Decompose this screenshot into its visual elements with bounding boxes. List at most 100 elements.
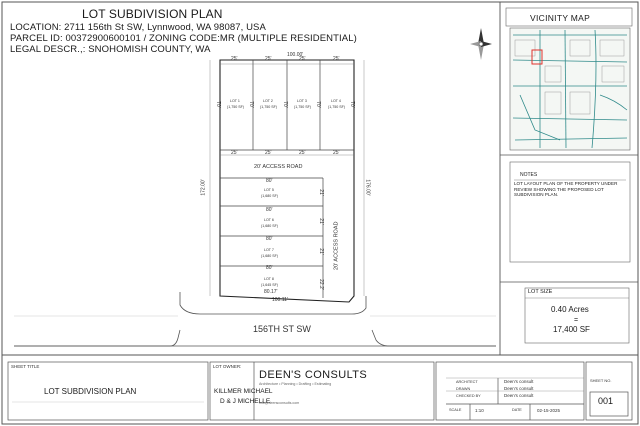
lot-area: (1,680 SF) xyxy=(261,224,278,228)
left-total-dim: 172.00' xyxy=(200,179,207,196)
lot-width-dim: 25' xyxy=(231,56,238,62)
sheet-title-label: SHEET TITLE xyxy=(11,364,40,369)
vicinity-streets xyxy=(512,29,628,149)
street-curb xyxy=(14,329,181,347)
lot-depth-dim: 70' xyxy=(314,101,321,108)
side-lot-depth-dim: 21' xyxy=(317,218,324,225)
lot-width-dim: 80' xyxy=(266,207,273,213)
vicinity-map-title: VICINITY MAP xyxy=(530,13,591,23)
lot-width-dim: 25' xyxy=(299,56,306,62)
lot-size-box xyxy=(524,287,630,344)
side-lot-depth-dim: 21' xyxy=(317,248,324,255)
notes-text: LOT LAYOUT PLAN OF THE PROPERTY UNDER RE… xyxy=(514,181,618,198)
checked-value: Deen's consult xyxy=(504,393,534,398)
subject-property-marker xyxy=(531,49,543,65)
vicinity-parcel xyxy=(599,39,625,57)
owner-firm-box xyxy=(209,361,435,421)
property-boundary xyxy=(219,59,355,303)
scale-label: SCALE xyxy=(449,408,462,412)
sheet-no-inner xyxy=(589,391,629,417)
lot-area: (1,750 SF) xyxy=(294,105,311,109)
street-curb xyxy=(179,292,367,315)
lot-label: LOT 8 xyxy=(264,277,274,281)
checked-label: CHECKED BY xyxy=(456,394,481,398)
bottom-lot-dim: 80.17' xyxy=(264,289,278,295)
lot-label: LOT 7 xyxy=(264,248,274,252)
lot-area: (1,680 SF) xyxy=(261,194,278,198)
parcel-line: PARCEL ID: 00372900600101 / ZONING CODE:… xyxy=(10,33,357,44)
vicinity-street xyxy=(514,137,628,141)
vicinity-street xyxy=(564,29,567,149)
lot-area: (1,645 SF) xyxy=(261,283,278,287)
lot-area: (1,750 SF) xyxy=(260,105,277,109)
vicinity-parcel xyxy=(601,65,625,83)
legal-description-line: LEGAL DESCR.,: SNOHOMISH COUNTY, WA xyxy=(10,44,211,55)
street-curb xyxy=(371,329,496,347)
total-width-dim: 100.00' xyxy=(287,52,304,58)
vicinity-parcel xyxy=(514,39,536,57)
owner-label: LOT OWNER: xyxy=(213,364,242,369)
owner-name-1: KILLMER MICHAEL xyxy=(214,388,273,395)
lot-size-sqft: 17,400 SF xyxy=(553,325,590,334)
vicinity-street xyxy=(519,94,561,141)
lot-depth-dim: 70' xyxy=(247,101,254,108)
sheet-no-box xyxy=(585,361,633,421)
lot-label: LOT 6 xyxy=(264,218,274,222)
architect-value: Deen's consult xyxy=(504,379,534,384)
vicinity-parcel xyxy=(569,39,591,57)
lot-depth-dim: 70' xyxy=(348,101,355,108)
drawn-value: Deen's consult xyxy=(504,386,534,391)
location-line: LOCATION: 2711 156th St SW, Lynnwood, WA… xyxy=(10,22,266,33)
date-value: 02-15-2025 xyxy=(537,408,561,413)
lot-area: (1,680 SF) xyxy=(261,254,278,258)
vicinity-parcel xyxy=(569,91,591,115)
notes-box xyxy=(509,161,631,263)
owner-name-2: D & J MICHELLE xyxy=(220,398,271,405)
sheet-no-value: 001 xyxy=(598,396,614,406)
architect-label: ARCHITECT xyxy=(456,380,478,384)
vicinity-parcels xyxy=(514,39,625,115)
date-label: DATE xyxy=(512,408,522,412)
vicinity-parcel xyxy=(544,65,562,83)
lot-size-acres: 0.40 Acres xyxy=(551,305,589,314)
lot-area: (1,750 SF) xyxy=(227,105,244,109)
notes-title: NOTES xyxy=(520,172,538,178)
lot-area: (1,750 SF) xyxy=(328,105,345,109)
scale-value: 1:10 xyxy=(475,408,484,413)
access-road-label-vertical: 20' ACCESS ROAD xyxy=(333,221,340,270)
last-lot-depth-dim: 22.2' xyxy=(317,279,324,290)
lot-width-dim: 80' xyxy=(266,178,273,184)
lot-depth-dim: 70' xyxy=(214,101,221,108)
lot-label: LOT 3 xyxy=(297,99,307,103)
north-arrow-icon xyxy=(470,28,492,60)
drawn-label: DRAWN xyxy=(456,387,471,391)
vicinity-street xyxy=(599,94,628,111)
dimension-lines xyxy=(209,60,365,296)
vicinity-parcel xyxy=(544,91,562,115)
sheet-title-value: LOT SUBDIVISION PLAN xyxy=(44,387,137,396)
sheet-title-box xyxy=(7,361,209,421)
street-edges xyxy=(14,292,496,347)
street-name: 156TH ST SW xyxy=(253,324,311,334)
lot-label: LOT 4 xyxy=(331,99,341,103)
firm-name: DEEN'S CONSULTS xyxy=(259,369,368,381)
lot-width-dim: 25' xyxy=(299,150,306,156)
lot-width-dim: 25' xyxy=(265,56,272,62)
page-title: LOT SUBDIVISION PLAN xyxy=(82,7,223,21)
lot-label: LOT 5 xyxy=(264,188,274,192)
lot-width-dim: 25' xyxy=(265,150,272,156)
lot-width-dim: 80' xyxy=(266,236,273,242)
lot-depth-dim: 70' xyxy=(281,101,288,108)
vicinity-street xyxy=(512,117,628,121)
top-lot-lines xyxy=(220,60,354,298)
sheet-no-label: SHEET NO. xyxy=(590,378,612,383)
lot-size-equals: = xyxy=(574,317,579,324)
lot-width-dim: 25' xyxy=(231,150,238,156)
lot-width-dim: 25' xyxy=(333,150,340,156)
lot-width-dim: 25' xyxy=(333,56,340,62)
access-road-label: 20' ACCESS ROAD xyxy=(254,164,303,170)
lot-label: LOT 2 xyxy=(263,99,273,103)
bottom-total-dim: 100.11' xyxy=(272,297,288,303)
lot-width-dim: 80' xyxy=(266,265,273,271)
